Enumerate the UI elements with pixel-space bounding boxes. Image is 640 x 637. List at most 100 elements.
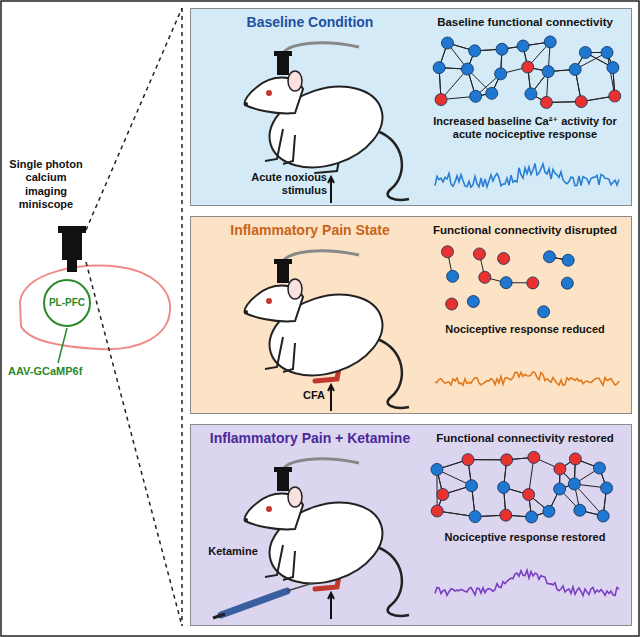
neuron-node [526,511,538,523]
neuron-node [538,306,550,318]
calcium-trace [435,570,619,595]
neuron-node [447,270,459,282]
neuron-node [433,62,445,74]
zoom-line [86,8,182,230]
neuron-node [569,453,581,465]
rat-eye [266,506,272,512]
neuron-node [431,505,443,517]
brain-outline [20,266,170,349]
virus-label: AAV-GCaMP6f [8,365,88,378]
panel-note: Increased baseline Ca²⁺ activity for acu… [423,115,627,142]
calcium-trace [435,163,619,187]
neuron-node [469,511,481,523]
neuron-node [466,480,478,492]
miniscope-icon [67,259,77,272]
neuron-node [469,45,481,57]
neuron-node [569,63,581,75]
neuron-node [562,254,574,266]
zoom-line [86,262,182,626]
neuron-node [554,483,566,495]
neuron-node [609,90,621,102]
condition-panel: Baseline ConditionBaseline functional co… [190,8,632,206]
neuron-node [500,277,512,289]
neuron-node [543,505,555,517]
miniscope-icon [277,53,289,75]
panel-note: Nociceptive response restored [423,531,627,544]
neuron-node [579,47,591,59]
region-circle: PL-PFC [42,278,92,328]
rat-eye [266,298,272,304]
rat-nose [244,518,248,522]
neuron-node [601,482,613,494]
region-name: PL-PFC [42,297,92,309]
miniscope-cable [282,251,359,263]
neuron-node [462,454,474,466]
condition-panel: Inflammatory Pain + KetamineFunctional c… [190,424,632,626]
panel-title: Baseline Condition [197,14,423,31]
panel-illustration [191,217,633,415]
neuron-node [498,481,510,493]
network-link [574,484,603,516]
rat-forelegs [265,545,295,580]
calcium-trace [435,372,619,386]
panel-note: Functional connectivity disrupted [423,223,627,237]
rat-forelegs [265,337,295,372]
rat-eye [266,90,272,96]
panel-note: Nociceptive response reduced [423,323,627,336]
neuron-node [441,37,453,49]
rat-ear [288,487,302,507]
rat-tail [377,339,409,408]
panel-title: Inflammatory Pain + Ketamine [197,430,423,447]
panel-illustration [191,425,633,627]
neuron-node [437,489,449,501]
leader-line [58,328,67,363]
neuron-node [446,298,458,310]
stimulus-probe [328,177,334,203]
neuron-node [431,463,443,475]
neuron-node [554,463,566,475]
neuron-node [525,88,537,100]
miniscope-cable [282,459,359,471]
neuron-node [435,94,447,106]
rat-nose [244,310,248,314]
miniscope-icon [277,261,289,283]
rat-nose [244,102,248,106]
neuron-node [479,271,491,283]
rat-ear [288,71,302,91]
neuron-node [501,454,513,466]
neuron-node [522,61,534,73]
neuron-node [607,62,619,74]
rat-forelegs [265,129,295,164]
neuron-node [498,252,510,264]
miniscope-icon [274,51,292,56]
device-label: Single photon calcium imaging miniscope [4,158,88,212]
stimulus-label: CFA [287,389,325,402]
rat-tail [377,547,409,616]
neuron-node [467,296,479,308]
rat-tail [377,131,409,200]
neuron-node [461,63,473,75]
neuron-node [597,510,609,522]
neuron-node [568,478,580,490]
network-link [607,52,615,96]
neuron-node [574,504,586,516]
miniscope-icon [277,469,289,491]
neuron-node [593,462,605,474]
neuron-node [470,90,482,102]
miniscope-cable [282,43,359,55]
syringe-plunger [213,614,225,618]
neuron-node [496,43,508,55]
neuron-node [542,66,554,78]
neuron-node [486,87,498,99]
neuron-node [441,246,453,258]
miniscope-icon [274,467,292,472]
stimulus-probe [328,385,334,411]
stimulus-label: Ketamine [197,545,269,558]
syringe-needle [287,583,313,591]
miniscope-icon [62,232,82,260]
neuron-node [473,248,485,260]
zoom-line [181,8,183,626]
neuron-node [495,68,507,80]
neuron-node [543,251,555,263]
